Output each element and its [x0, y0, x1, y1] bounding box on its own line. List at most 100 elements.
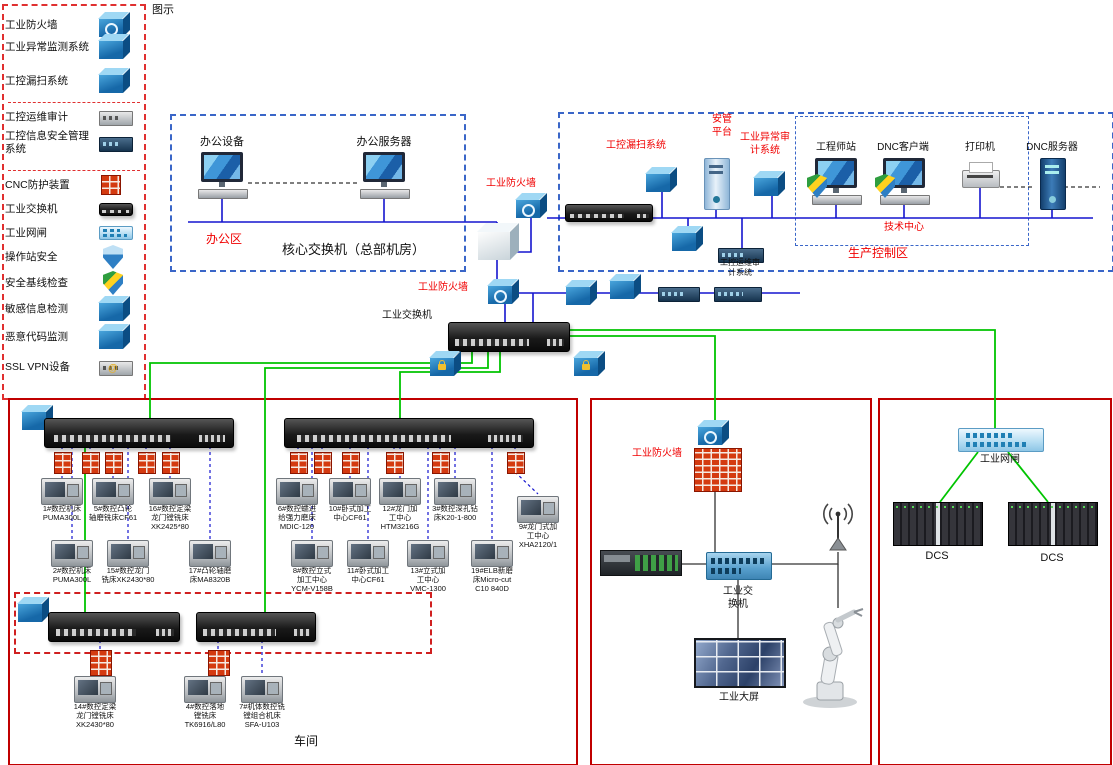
cnc-machine-icon — [471, 540, 513, 567]
engineer-station-label: 工程师站 — [816, 142, 856, 153]
legend-label: 工业异常监测系统 — [5, 40, 89, 53]
machine-node: 13#立式加 工中心 VMC-1300 — [399, 540, 457, 594]
om-audit-appliance-icon — [714, 287, 762, 302]
machine-node: 6#数控蠕进 给强力磨床 MDIC-120 — [268, 478, 326, 532]
appliance-icon — [658, 287, 700, 302]
firewall-top-label: 工业防火墙 — [486, 178, 536, 189]
cnc-machine-icon — [92, 478, 134, 505]
cnc-machine-icon — [51, 540, 93, 567]
legend-separator — [8, 170, 140, 171]
cnc-machine-icon — [276, 478, 318, 505]
machine-node: 14#数控定梁 龙门镗铣床 XK2430*80 — [66, 676, 124, 730]
cnc-machine-icon — [107, 540, 149, 567]
legend-label: CNC防护装置 — [5, 178, 70, 191]
machine-node: 2#数控机床 PUMA300L — [43, 540, 101, 585]
wireless-antenna-icon — [818, 500, 858, 561]
cnc-machine-icon — [184, 676, 226, 703]
machine-label: 10#卧式加工 中心CF61 — [328, 504, 372, 522]
cnc-protection-icon — [54, 452, 72, 474]
machine-label: 4#数控落地 镗铣床 TK6916/L80 — [184, 702, 226, 729]
office-server-label: 办公服务器 — [356, 136, 412, 148]
cnc-protection-icon — [507, 452, 525, 474]
legend-label: 工控运维审计 — [5, 110, 68, 123]
office-pc-label: 办公设备 — [200, 136, 244, 148]
machine-label: 11#卧式加工 中心CF61 — [347, 566, 389, 584]
legend-item-station-security: 操作站安全 — [5, 242, 135, 272]
dnc-server-icon — [1040, 158, 1066, 210]
cnc-machine-icon — [434, 478, 476, 505]
om-audit-system-label: 工控运维审 计系统 — [720, 258, 760, 277]
cnc-machine-icon — [241, 676, 283, 703]
workshop-switch-4-icon — [196, 612, 316, 642]
legend-item-anomaly-monitor: 工业异常监测系统 — [5, 32, 135, 62]
legend-item-ssl-vpn: SSL VPN设备 — [5, 352, 135, 382]
plant-switch-icon — [706, 552, 772, 580]
vuln-scan-icon — [646, 174, 670, 192]
main-switch-label: 工业交换机 — [382, 310, 432, 321]
industrial-firewall-icon — [698, 427, 722, 445]
robot-arm-icon — [788, 604, 872, 717]
vuln-scan-icon — [99, 75, 123, 93]
machine-label: 12#龙门加 工中心 HTM3216G — [380, 504, 420, 531]
security-appliance-icon — [566, 287, 590, 305]
cnc-protection-icon — [162, 452, 180, 474]
machine-label: 19#ELB新磨 床Micro-cut C10 840D — [471, 566, 513, 593]
production-switch-icon — [565, 204, 653, 222]
infosec-mgmt-icon — [99, 137, 133, 152]
machine-label: 8#数控立式 加工中心 YCM-V158B — [291, 566, 333, 593]
office-server-icon — [360, 152, 410, 199]
legend-label: 工业网闸 — [5, 226, 47, 239]
cnc-machine-icon — [41, 478, 83, 505]
machine-label: 6#数控蠕进 给强力磨床 MDIC-120 — [277, 504, 317, 531]
legend-item-baseline-check: 安全基线检查 — [5, 268, 135, 298]
dnc-server-label: DNC服务器 — [1026, 142, 1078, 153]
endpoint-shield-icon — [807, 174, 827, 198]
printer-icon — [962, 162, 1000, 188]
security-appliance-icon — [610, 281, 634, 299]
firewall-wall-icon — [694, 448, 742, 492]
audit-appliance-icon — [718, 248, 764, 263]
legend-item-malware-monitor: 恶意代码监测 — [5, 322, 135, 352]
dnc-client-label: DNC客户端 — [877, 142, 929, 153]
security-appliance-icon — [672, 233, 696, 251]
machine-label: 7#机体数控铣 镗组合机床 SFA-U103 — [239, 702, 285, 729]
diagram-title: 图示 — [152, 4, 174, 16]
blue-links — [188, 188, 1093, 322]
machine-node: 4#数控落地 镗铣床 TK6916/L80 — [176, 676, 234, 730]
vuln-scan-label: 工控漏扫系统 — [606, 140, 666, 151]
legend-item-sensitive-info: 敏感信息检测 — [5, 294, 135, 324]
cnc-protection-icon — [314, 452, 332, 474]
om-audit-icon — [99, 111, 133, 126]
tech-center-box — [795, 116, 1029, 246]
legend-label: 工业防火墙 — [5, 18, 58, 31]
industrial-gap-icon — [958, 428, 1044, 452]
security-module-icon — [22, 412, 46, 430]
machine-label: 17#凸轮轴磨 床MA8320B — [188, 566, 232, 584]
industrial-switch-icon — [99, 203, 133, 216]
security-module-icon — [18, 604, 42, 622]
workshop-switch-3-icon — [48, 612, 180, 642]
dcs-label: DCS — [925, 550, 949, 562]
machine-node: 16#数控定梁 龙门镗铣床 XK2425*80 — [141, 478, 199, 532]
legend-label: 操作站安全 — [5, 250, 58, 263]
black-links — [682, 490, 839, 638]
industrial-gap-icon — [99, 226, 133, 240]
machine-node: 7#机体数控铣 镗组合机床 SFA-U103 — [233, 676, 291, 730]
cnc-machine-icon — [189, 540, 231, 567]
dnc-client-icon — [875, 158, 930, 205]
machine-node: 11#卧式加工 中心CF61 — [339, 540, 397, 585]
main-industrial-switch-icon — [448, 322, 570, 352]
station-security-shield-icon — [103, 245, 123, 269]
cnc-protection-icon — [432, 452, 450, 474]
video-wall-label: 工业大屏 — [719, 692, 759, 703]
office-pc-icon — [198, 152, 248, 199]
cnc-protection-icon — [105, 452, 123, 474]
endpoint-shield-icon — [875, 174, 895, 198]
vpn-lock-appliance-icon — [430, 358, 454, 376]
tech-center-label: 技术中心 — [884, 222, 924, 233]
machine-label: 15#数控龙门 铣床XK2430*80 — [101, 566, 155, 584]
cnc-protection-icon — [208, 650, 230, 676]
machine-label: 3#数控深孔钻 床K20-1-800 — [432, 504, 478, 522]
machine-label: 1#数控机床 PUMA300L — [42, 504, 82, 522]
